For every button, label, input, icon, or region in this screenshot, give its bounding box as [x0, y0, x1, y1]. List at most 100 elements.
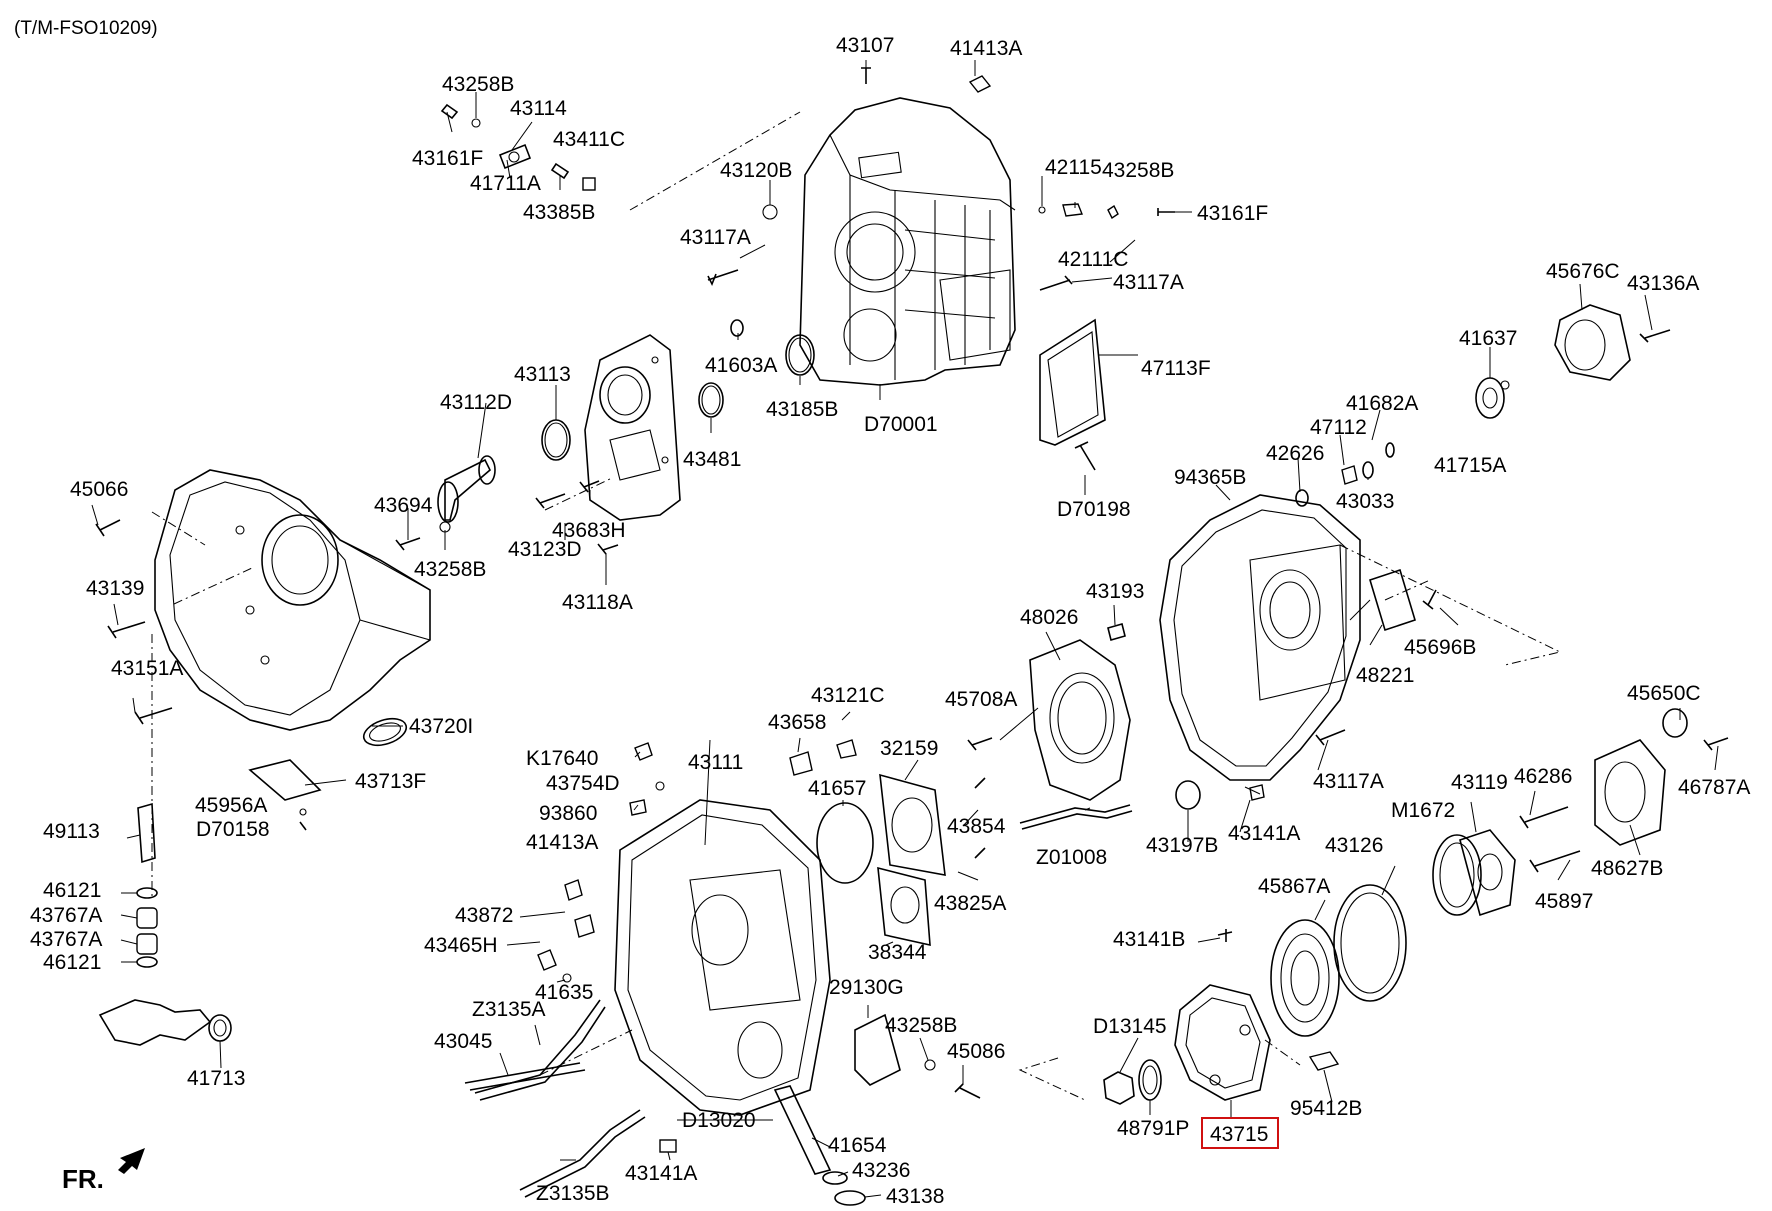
- part-label: 43720I: [409, 715, 473, 738]
- part-label: 43139: [86, 577, 144, 600]
- part-label: 43694: [374, 494, 433, 517]
- part-label: 43118A: [562, 591, 633, 614]
- bell-housing: [154, 469, 431, 731]
- part-label: D70158: [196, 818, 270, 841]
- part-label: 43197B: [1146, 834, 1218, 857]
- part-label: 41713: [187, 1067, 245, 1090]
- part-label: 43111: [688, 751, 743, 774]
- part-label: 45676C: [1546, 260, 1620, 283]
- part-label: 43658: [768, 711, 826, 734]
- part-label: 43767A: [30, 904, 102, 927]
- part-label: 43112D: [440, 391, 512, 414]
- part-label: 45708A: [945, 688, 1017, 711]
- part-label: 47112: [1310, 416, 1367, 439]
- part-label: 41413A: [526, 831, 598, 854]
- part-label: 43117A: [1113, 271, 1184, 294]
- part-label: 43141A: [1228, 822, 1300, 845]
- part-label: 42111C: [1058, 248, 1128, 271]
- diagram-code: (T/M-FSO10209): [14, 18, 158, 39]
- part-label: 43126: [1325, 834, 1383, 857]
- part-label: 41715A: [1434, 454, 1506, 477]
- part-label: 43411C: [553, 128, 625, 151]
- part-label: 43117A: [1313, 770, 1384, 793]
- front-arrow-icon: [118, 1148, 145, 1174]
- part-label: 43045: [434, 1030, 492, 1053]
- part-label: 45066: [70, 478, 128, 501]
- part-label: 43385B: [523, 201, 595, 224]
- highlight-box: [1201, 1117, 1279, 1149]
- part-label: 43120B: [720, 159, 792, 182]
- part-label: 43161F: [412, 147, 483, 170]
- part-label: 41657: [808, 777, 866, 800]
- part-label: 41603A: [705, 354, 777, 377]
- part-label: 45086: [947, 1040, 1005, 1063]
- part-label: 43138: [886, 1185, 944, 1208]
- part-label: 43193: [1086, 580, 1144, 603]
- part-label: 46121: [43, 879, 101, 902]
- highlighted-part-label[interactable]: 43715: [1210, 1123, 1268, 1146]
- part-label: 45867A: [1258, 875, 1330, 898]
- part-label: 45897: [1535, 890, 1593, 913]
- part-label: 48221: [1356, 664, 1414, 687]
- part-label: 43121C: [811, 684, 885, 707]
- part-label: 32159: [880, 737, 938, 760]
- front-direction-indicator: FR.: [62, 1148, 145, 1194]
- center-housing-43111: [614, 799, 831, 1116]
- part-label: 43854: [947, 815, 1006, 838]
- part-label: D70001: [864, 413, 938, 436]
- part-label: 38344: [868, 941, 927, 964]
- part-label: 48791P: [1117, 1117, 1189, 1140]
- part-label: 48026: [1020, 606, 1078, 629]
- part-label: 43825A: [934, 892, 1006, 915]
- part-label: 43258B: [1102, 159, 1174, 182]
- alignment-lines: [151, 111, 1562, 1101]
- leader-lines: [91, 60, 1719, 1198]
- part-label: 43713F: [355, 770, 426, 793]
- part-label: 43258B: [414, 558, 486, 581]
- part-label: 42626: [1266, 442, 1324, 465]
- part-label: 43151A: [111, 657, 183, 680]
- part-label: 93860: [539, 802, 597, 825]
- part-label: 43754D: [546, 772, 620, 795]
- part-label: 43117A: [680, 226, 751, 249]
- part-label: 94365B: [1174, 466, 1246, 489]
- part-label: 43114: [510, 97, 567, 120]
- part-label: 46286: [1514, 765, 1572, 788]
- part-label: 45650C: [1627, 682, 1701, 705]
- part-label: 43119: [1451, 771, 1508, 794]
- part-label: 42115: [1045, 156, 1102, 179]
- part-label: 43872: [455, 904, 513, 927]
- part-label: 41711A: [470, 172, 541, 195]
- part-label: D13145: [1093, 1015, 1167, 1038]
- part-label: D70198: [1057, 498, 1131, 521]
- part-label: 43123D: [508, 538, 582, 561]
- part-label: 43161F: [1197, 202, 1268, 225]
- part-label: M1672: [1391, 799, 1455, 822]
- part-label: Z01008: [1036, 846, 1107, 869]
- rear-housing-94365B: [1159, 494, 1361, 781]
- part-label: Z3135A: [472, 998, 546, 1021]
- part-label: 43185B: [766, 398, 838, 421]
- part-label: 43465H: [424, 934, 498, 957]
- part-drawings: [95, 67, 1729, 1206]
- part-label: 49113: [43, 820, 100, 843]
- part-label: 95412B: [1290, 1097, 1362, 1120]
- part-label: 43141A: [625, 1162, 697, 1185]
- part-label: 41682A: [1346, 392, 1418, 415]
- part-label: K17640: [526, 747, 598, 770]
- part-label: 41413A: [950, 37, 1022, 60]
- part-label: 43258B: [885, 1014, 957, 1037]
- part-label: 43683H: [552, 519, 626, 542]
- part-label: 43141B: [1113, 928, 1185, 951]
- part-label: 46121: [43, 951, 101, 974]
- part-label: 43113: [514, 363, 571, 386]
- part-label: 41637: [1459, 327, 1517, 350]
- part-label: 45696B: [1404, 636, 1476, 659]
- part-labels: 43107 41413A 43258B 43114 43411C 43161F …: [30, 34, 1750, 1208]
- part-label: 41635: [535, 981, 593, 1004]
- part-label: 46787A: [1678, 776, 1750, 799]
- part-label: 43107: [836, 34, 894, 57]
- part-label: 43033: [1336, 490, 1394, 513]
- part-label: Z3135B: [536, 1182, 610, 1205]
